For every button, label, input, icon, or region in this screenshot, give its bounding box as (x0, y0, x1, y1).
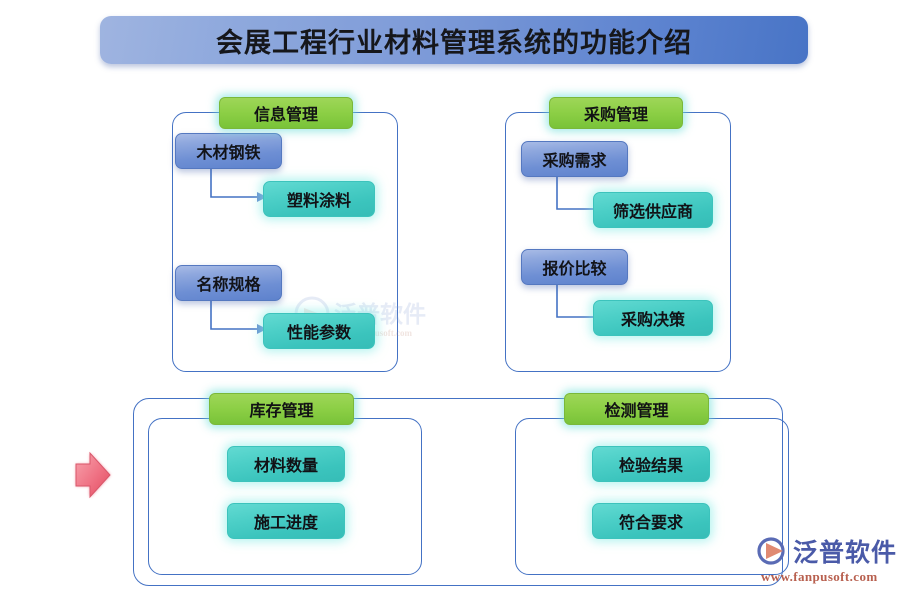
panel-inspection-management (515, 418, 789, 575)
watermark-url: www.fanpusoft.com (761, 569, 878, 584)
node-meets-requirement[interactable]: 符合要求 (592, 503, 710, 539)
node-material-quantity[interactable]: 材料数量 (227, 446, 345, 482)
node-purchase-demand[interactable]: 采购需求 (521, 141, 628, 177)
page-title: 会展工程行业材料管理系统的功能介绍 (216, 27, 692, 58)
page-title-banner: 会展工程行业材料管理系统的功能介绍 (100, 16, 808, 64)
pointer-arrow-icon (75, 451, 111, 499)
corner-watermark: 泛普软件 www.fanpusoft.com (757, 533, 897, 585)
node-inspection-result[interactable]: 检验结果 (592, 446, 710, 482)
node-name-spec[interactable]: 名称规格 (175, 265, 282, 301)
group-header-inventory-management[interactable]: 库存管理 (209, 393, 354, 425)
node-construction-progress[interactable]: 施工进度 (227, 503, 345, 539)
fanpu-logo-icon (757, 537, 785, 565)
group-header-procurement-management[interactable]: 采购管理 (549, 97, 683, 129)
connector-name-spec-to-performance-param (210, 298, 267, 334)
node-quote-compare[interactable]: 报价比较 (521, 249, 628, 285)
panel-bottom-outer (133, 398, 783, 586)
node-filter-supplier[interactable]: 筛选供应商 (593, 192, 713, 228)
connector-wood-steel-to-plastic-coating (210, 166, 267, 202)
group-header-info-management[interactable]: 信息管理 (219, 97, 353, 129)
node-performance-param[interactable]: 性能参数 (263, 313, 375, 349)
node-plastic-coating[interactable]: 塑料涂料 (263, 181, 375, 217)
watermark-brand: 泛普软件 (793, 540, 898, 567)
node-purchase-decision[interactable]: 采购决策 (593, 300, 713, 336)
node-wood-steel[interactable]: 木材钢铁 (175, 133, 282, 169)
group-header-inspection-management[interactable]: 检测管理 (564, 393, 709, 425)
panel-inventory-management (148, 418, 422, 575)
